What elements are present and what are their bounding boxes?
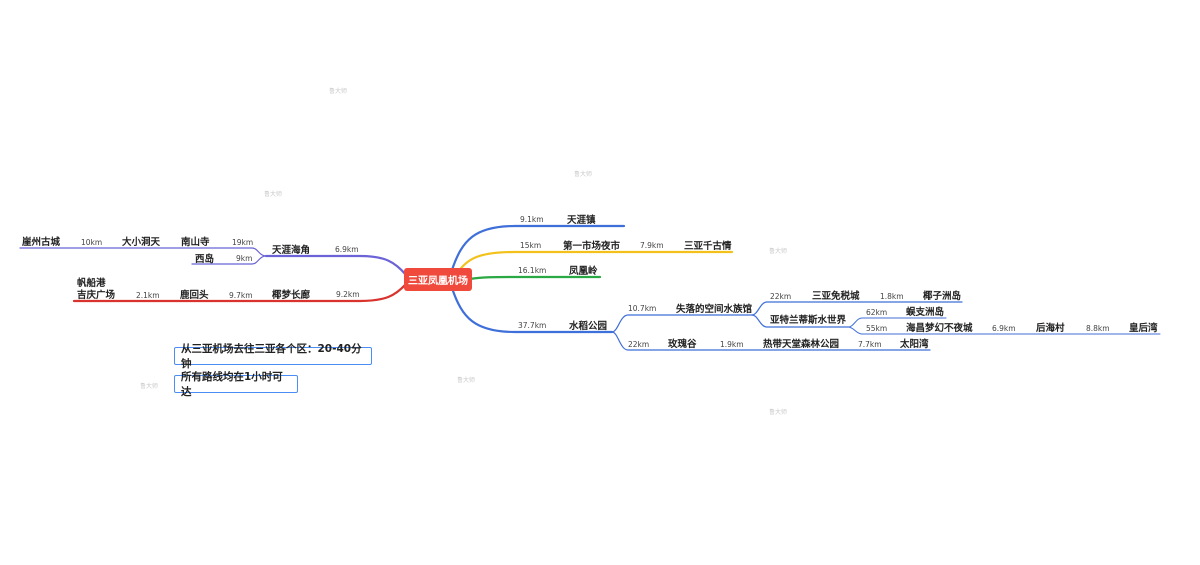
node-tianya-haijiao[interactable]: 天涯海角 [272,244,310,256]
distance-label: 10km [81,238,102,247]
node-coconut-island[interactable]: 椰子洲岛 [923,290,961,302]
node-shuidao[interactable]: 水稻公园 [569,320,607,332]
edge-tianya-haijiao-nanshan [19,247,267,257]
distance-label: 6.9km [335,245,359,254]
node-lost-space[interactable]: 失落的空间水族馆 [676,303,753,315]
node-nanshan[interactable]: 南山寺 [181,236,210,248]
note-box[interactable]: 从三亚机场去往三亚各个区：20-40分钟 [174,343,372,370]
node-fenghuangling[interactable]: 凤凰岭 [569,265,598,277]
node-haichang[interactable]: 海昌梦幻不夜城 [906,322,973,334]
root-node[interactable]: 三亚凤凰机场 [404,268,472,291]
watermark: 鲁大师 [457,376,475,384]
distance-label: 22km [628,340,649,349]
distance-label: 1.9km [720,340,744,349]
edge-lost-space-duty-free [751,301,963,316]
node-meiguigu[interactable]: 玫瑰谷 [668,338,697,350]
watermark: 鲁大师 [769,408,787,416]
distance-label: 9.2km [336,290,360,299]
distance-label: 8.8km [1086,324,1110,333]
node-duty-free[interactable]: 三亚免税城 [812,290,860,302]
node-tropical-park[interactable]: 热带天堂森林公园 [763,338,839,350]
distance-label: 15km [520,241,541,250]
watermark: 鲁大师 [769,247,787,255]
edge-root-yemeng [72,282,408,303]
node-daxiao[interactable]: 大小洞天 [122,236,161,248]
edge-tianya-haijiao-xidao [191,255,267,265]
distance-label: 7.7km [858,340,882,349]
edge-atlantis-wuzhizhou [847,317,947,328]
distance-label: 2.1km [136,291,160,300]
distance-label: 37.7km [518,321,546,330]
edge-root-fenghuangling [468,275,602,281]
distance-label: 6.9km [992,324,1016,333]
node-yemeng[interactable]: 椰梦长廊 [272,289,311,301]
node-xidao[interactable]: 西岛 [195,253,214,265]
edge-root-tianya-haijiao [264,254,408,277]
note-text: 所有路线均在1小时可达 [181,371,283,398]
edge-lost-space-atlantis [751,314,849,328]
watermark: 鲁大师 [329,87,347,95]
node-houhai[interactable]: 后海村 [1036,322,1065,334]
node-qiangu[interactable]: 三亚千古情 [684,240,732,252]
edge-atlantis-haichang [847,326,1161,335]
edge-shuidao-lost-space [611,314,753,333]
distance-label: 9km [236,254,252,263]
distance-label: 9.7km [229,291,253,300]
root-node-label: 三亚凤凰机场 [408,276,468,287]
distance-label: 16.1km [518,266,546,275]
node-atlantis[interactable]: 亚特兰蒂斯水世界 [770,314,847,326]
watermark: 鲁大师 [140,382,158,390]
distance-label: 10.7km [628,304,656,313]
node-taiyang[interactable]: 太阳湾 [900,338,929,350]
node-market[interactable]: 第一市场夜市 [563,240,621,252]
node-fanchuan[interactable]: 帆船港 [77,277,106,289]
node-luhuitou[interactable]: 鹿回头 [179,289,209,301]
edge-root-market [456,250,734,274]
watermark: 鲁大师 [574,170,592,178]
distance-label: 7.9km [640,241,664,250]
distance-label: 1.8km [880,292,904,301]
node-huanghou[interactable]: 皇后湾 [1129,322,1158,334]
node-wuzhizhou[interactable]: 蜈支洲岛 [906,306,944,318]
note-box[interactable]: 所有路线均在1小时可达 [174,371,298,398]
edge-root-tianya-town [450,224,626,272]
distance-label: 19km [232,238,253,247]
node-tianya-town[interactable]: 天涯镇 [567,214,596,226]
distance-label: 22km [770,292,791,301]
edge-shuidao-meiguigu [611,331,931,351]
distance-label: 9.1km [520,215,544,224]
distance-label: 55km [866,324,887,333]
note-text: 从三亚机场去往三亚各个区：20-40分钟 [181,343,362,370]
distance-label: 62km [866,308,887,317]
watermark: 鲁大师 [264,190,282,198]
node-yazhou[interactable]: 崖州古城 [22,236,61,248]
node-jiqing[interactable]: 吉庆广场 [77,289,116,301]
edge-root-shuidao [450,286,614,334]
